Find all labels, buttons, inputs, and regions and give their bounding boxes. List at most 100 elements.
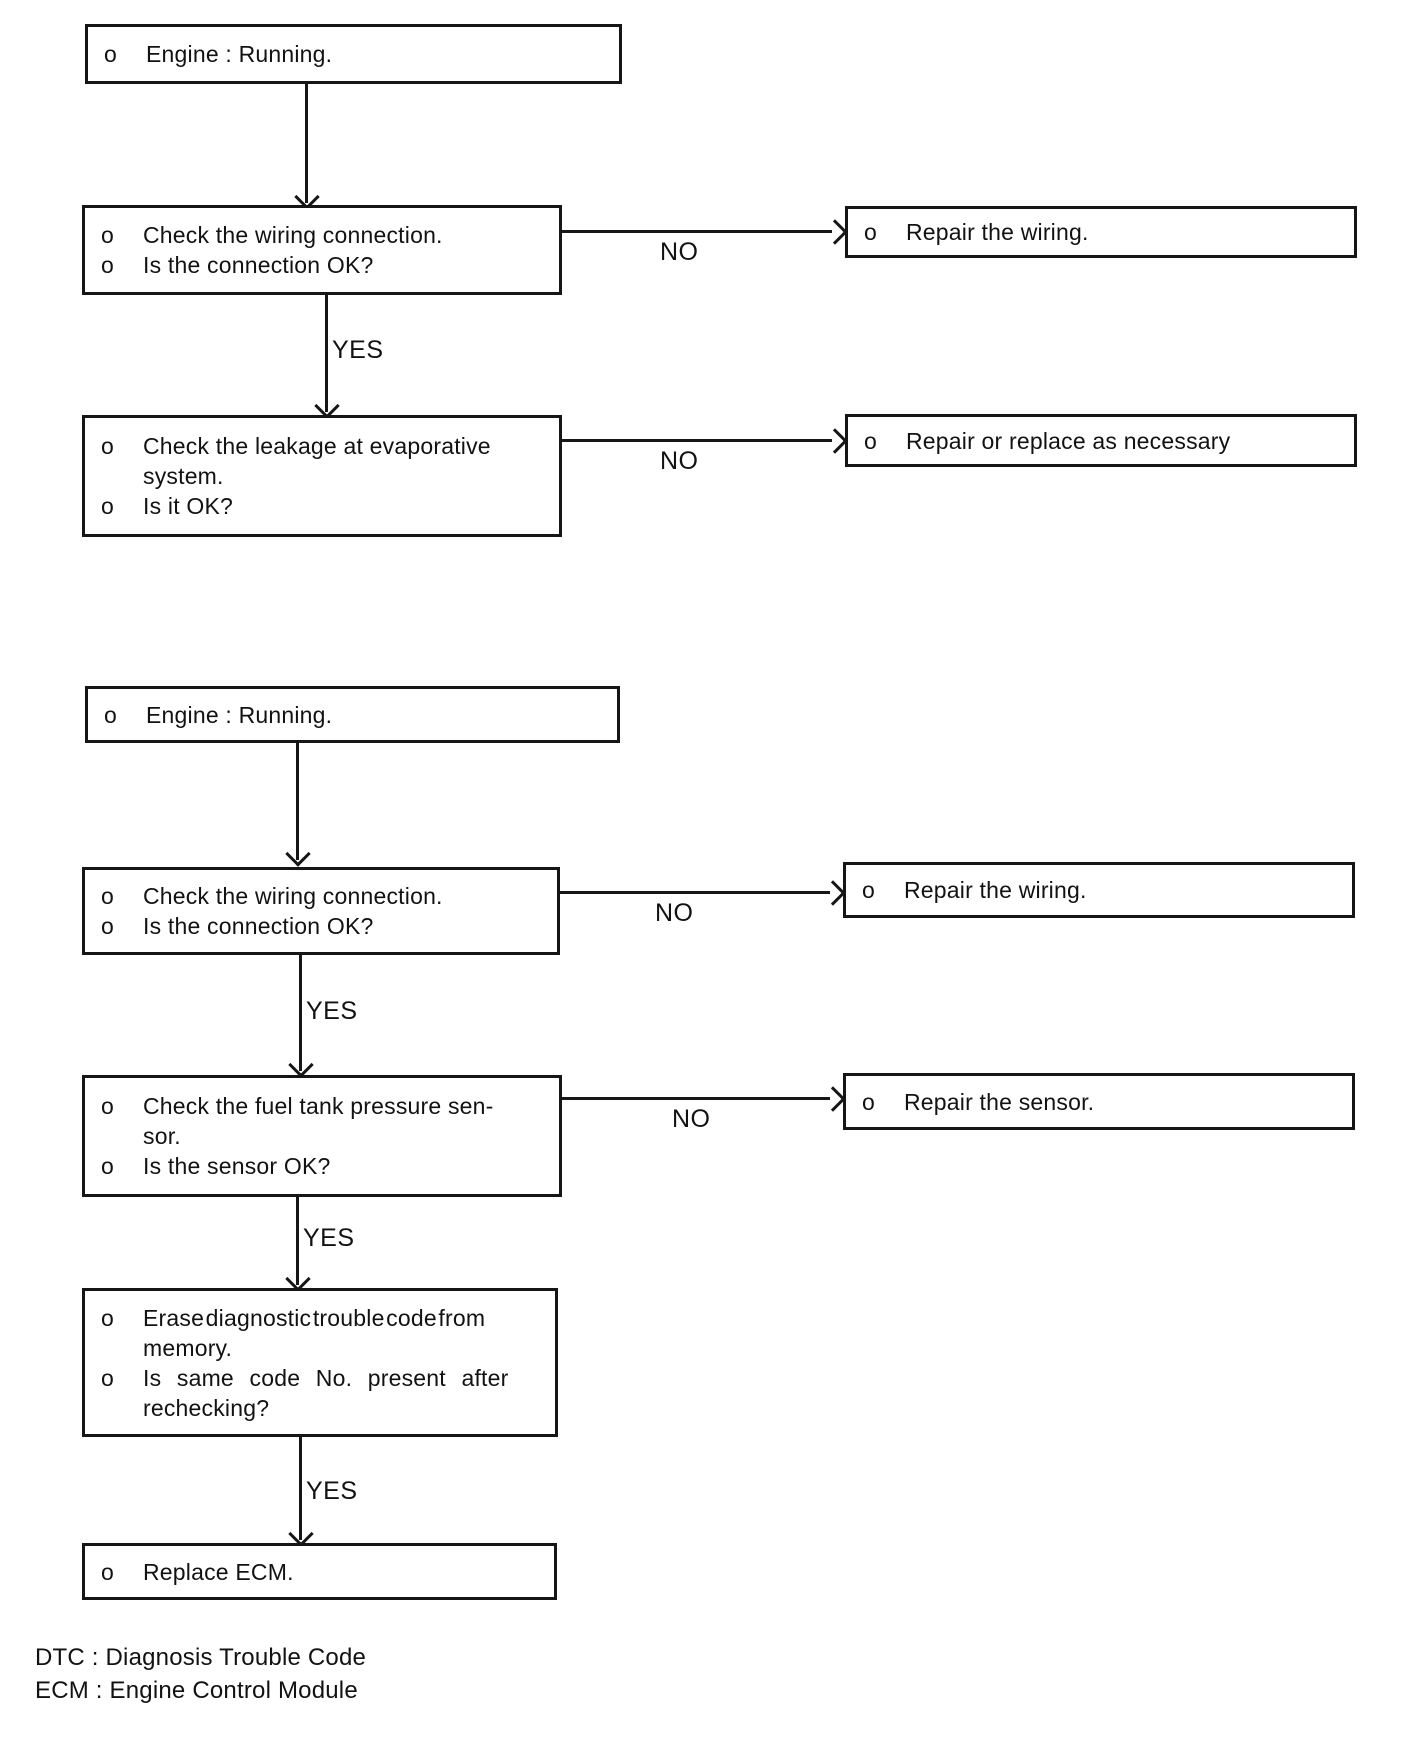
connector-flow2-engine-to-check-wiring xyxy=(296,743,299,860)
bullet-text: Repair the wiring. xyxy=(904,875,1342,905)
bullet-text: Repair the sensor. xyxy=(904,1087,1342,1117)
bullet-item: o Check the wiring connection. xyxy=(97,220,549,250)
bullet-item: o Is the connection OK? xyxy=(97,911,547,941)
connector-flow2-no-repair-wiring xyxy=(560,891,830,894)
text-line: Repair the wiring. xyxy=(904,877,1087,903)
flow2-replace-ecm-box: o Replace ECM. xyxy=(82,1543,557,1600)
arrowhead-right-icon xyxy=(820,1086,846,1112)
connector-flow2-yes-check-sensor xyxy=(299,955,302,1071)
bullet-item: o Engine : Running. xyxy=(100,700,607,730)
yes-label: YES xyxy=(306,1477,358,1505)
flow2-check-wiring-box: o Check the wiring connection. o Is the … xyxy=(82,867,560,955)
flow2-check-sensor-box: o Check the fuel tank pressure sen- sor.… xyxy=(82,1075,562,1197)
no-label: NO xyxy=(672,1105,711,1133)
connector-flow1-no-repair-replace xyxy=(562,439,832,442)
bullet-item: o Repair or replace as necessary xyxy=(860,426,1344,456)
bullet-marker: o xyxy=(862,877,875,903)
text-line: Repair the wiring. xyxy=(906,219,1089,245)
bullet-item: o Replace ECM. xyxy=(97,1557,544,1587)
flow1-check-leakage-box: o Check the leakage at evaporative syste… xyxy=(82,415,562,537)
bullet-text: Is the connection OK? xyxy=(143,250,549,280)
flow2-erase-dtc-box: o Erase diagnostic trouble code from mem… xyxy=(82,1288,558,1437)
bullet-marker: o xyxy=(101,1153,114,1179)
bullet-text: Check the wiring connection. xyxy=(143,881,547,911)
bullet-marker: o xyxy=(862,1088,875,1115)
text-line: Is the connection OK? xyxy=(143,913,374,939)
bullet-text: Repair or replace as necessary xyxy=(906,426,1344,456)
bullet-text: Erase diagnostic trouble code from memor… xyxy=(143,1303,545,1363)
bullet-marker: o xyxy=(101,493,114,519)
bullet-marker: o xyxy=(864,219,877,245)
text-line: Engine : Running. xyxy=(146,701,333,728)
no-label: NO xyxy=(660,238,699,266)
flow1-engine-box: o Engine : Running. xyxy=(85,24,622,84)
bullet-text: Engine : Running. xyxy=(146,700,607,730)
flow2-repair-wiring-box: o Repair the wiring. xyxy=(843,862,1355,918)
arrowhead-right-icon xyxy=(822,428,848,454)
bullet-marker: o xyxy=(101,1558,114,1585)
bullet-text: Check the leakage at evaporative system. xyxy=(143,431,549,491)
flow2-repair-sensor-box: o Repair the sensor. xyxy=(843,1073,1355,1130)
bullet-marker: o xyxy=(101,1304,114,1331)
flow1-check-wiring-box: o Check the wiring connection. o Is the … xyxy=(82,205,562,295)
bullet-marker: o xyxy=(101,252,114,278)
yes-label: YES xyxy=(306,997,358,1025)
text-line: Is the sensor OK? xyxy=(143,1153,331,1179)
bullet-marker: o xyxy=(101,222,114,248)
text-line: Replace ECM. xyxy=(143,1558,294,1585)
bullet-text: Is the connection OK? xyxy=(143,911,547,941)
no-label: NO xyxy=(655,899,694,927)
yes-label: YES xyxy=(332,336,384,364)
text-line: Erase diagnostic trouble code from xyxy=(143,1304,486,1331)
bullet-text: Is the sensor OK? xyxy=(143,1151,549,1181)
bullet-item: o Is the connection OK? xyxy=(97,250,549,280)
text-line: memory. xyxy=(143,1334,233,1361)
bullet-marker: o xyxy=(864,427,877,454)
arrowhead-right-icon xyxy=(822,219,848,245)
bullet-marker: o xyxy=(101,913,114,939)
bullet-marker: o xyxy=(101,1093,114,1119)
bullet-marker: o xyxy=(104,701,117,728)
text-line: Repair or replace as necessary xyxy=(906,427,1231,454)
bullet-item: o Check the leakage at evaporative syste… xyxy=(97,431,549,491)
connector-flow2-yes-erase-dtc xyxy=(296,1197,299,1285)
text-line: Check the leakage at evaporative xyxy=(143,433,491,459)
text-line: Check the fuel tank pressure sen- xyxy=(143,1093,494,1119)
abbreviation-legend: DTC : Diagnosis Trouble Code ECM : Engin… xyxy=(35,1641,366,1707)
legend-ecm: ECM : Engine Control Module xyxy=(35,1677,358,1704)
text-line: Is it OK? xyxy=(143,493,233,519)
connector-flow2-yes-replace-ecm xyxy=(299,1437,302,1540)
bullet-item: o Repair the wiring. xyxy=(860,217,1344,247)
bullet-text: Engine : Running. xyxy=(146,39,609,69)
yes-label: YES xyxy=(303,1224,355,1252)
text-line: Engine : Running. xyxy=(146,41,333,67)
connector-flow1-no-repair-wiring xyxy=(562,230,832,233)
bullet-text: Is same code No. present after recheckin… xyxy=(143,1363,545,1423)
bullet-item: o Is same code No. present after recheck… xyxy=(97,1363,545,1423)
bullet-item: o Repair the sensor. xyxy=(858,1087,1342,1117)
arrowhead-down-icon xyxy=(288,1052,314,1078)
bullet-text: Check the fuel tank pressure sen- sor. xyxy=(143,1091,549,1151)
connector-flow1-yes-check-leakage xyxy=(325,295,328,412)
text-line: Is same code No. present after xyxy=(143,1364,509,1391)
bullet-item: o Is it OK? xyxy=(97,491,549,521)
text-line: rechecking? xyxy=(143,1394,270,1421)
text-line: Is the connection OK? xyxy=(143,252,374,278)
legend-dtc: DTC : Diagnosis Trouble Code xyxy=(35,1644,367,1671)
text-line: Check the wiring connection. xyxy=(143,222,443,248)
bullet-text: Is it OK? xyxy=(143,491,549,521)
text-line: Repair the sensor. xyxy=(904,1088,1095,1115)
bullet-text: Replace ECM. xyxy=(143,1557,544,1587)
arrowhead-down-icon xyxy=(285,841,311,867)
bullet-marker: o xyxy=(101,433,114,459)
bullet-item: o Check the fuel tank pressure sen- sor. xyxy=(97,1091,549,1151)
flow2-engine-box: o Engine : Running. xyxy=(85,686,620,743)
no-label: NO xyxy=(660,447,699,475)
bullet-item: o Check the wiring connection. xyxy=(97,881,547,911)
bullet-text: Repair the wiring. xyxy=(906,217,1344,247)
arrowhead-right-icon xyxy=(820,880,846,906)
bullet-item: o Engine : Running. xyxy=(100,39,609,69)
bullet-text: Check the wiring connection. xyxy=(143,220,549,250)
bullet-marker: o xyxy=(101,883,114,909)
